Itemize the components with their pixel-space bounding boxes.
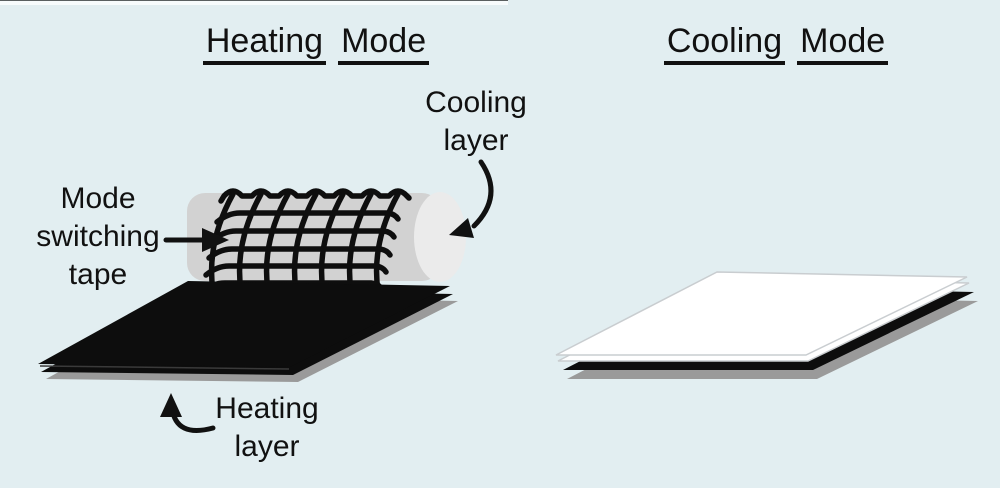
cooling-layer-label: Cooling layer — [425, 86, 527, 157]
heating-mode-title-word-1: Heating — [202, 23, 327, 65]
mesh-horizontal-lines — [200, 210, 401, 294]
heating-sheet-front-crease — [39, 365, 290, 370]
annotation-arrows — [160, 159, 494, 433]
cylinder-end-face — [414, 192, 466, 282]
top-edge-artifact — [0, 0, 508, 5]
cooling-sheet-top — [555, 271, 968, 356]
heating-mode-title-word-2: Mode — [338, 23, 430, 65]
heating-mode-title: Heating Mode — [116, 23, 516, 65]
mesh-top-wavy-line — [218, 188, 412, 204]
heating-sheet-top — [38, 281, 450, 367]
curved-arrow-down-left-icon — [449, 159, 494, 238]
cooling-mode-sheet — [555, 271, 978, 379]
cooling-mode-title-word-1: Cooling — [663, 23, 786, 65]
heating-layer-label: Heating layer — [215, 392, 319, 463]
cooling-mode-title: Cooling Mode — [576, 23, 976, 65]
heating-layer-sheet — [38, 281, 458, 382]
mode-switching-tape-label: Mode switching tape — [36, 182, 160, 291]
cooling-mode-title-word-2: Mode — [797, 23, 889, 65]
right-arrow-icon — [163, 228, 229, 252]
curved-arrow-up-icon — [160, 393, 216, 433]
